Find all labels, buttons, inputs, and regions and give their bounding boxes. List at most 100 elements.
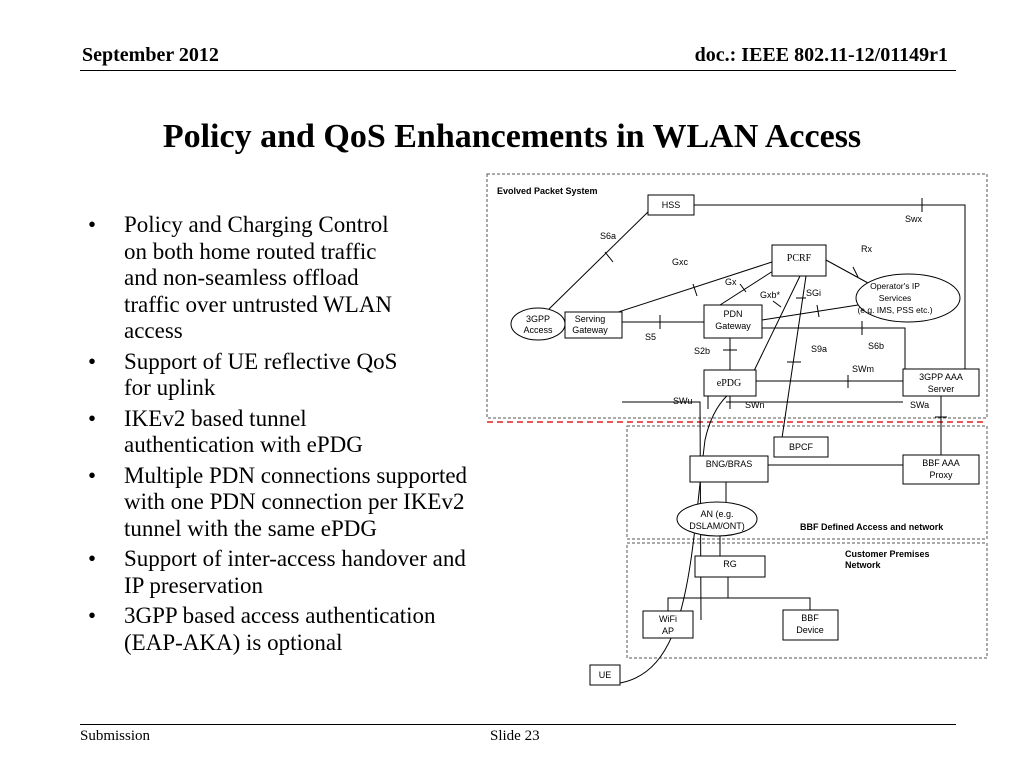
node-label-line: BBF [801,613,819,623]
node-label-line: Proxy [929,470,953,480]
footer-submission: Submission [80,728,151,744]
node-label-line: (e.g. IMS, PSS etc.) [857,305,932,315]
pcrf-pgw-link [719,270,774,306]
footer-slide-number: Slide 23 [490,728,540,744]
node-label-line: Services [879,293,912,303]
bullet-dot: • [88,462,97,488]
rx-label: Rx [861,244,872,254]
eps-region [486,173,988,419]
header-doc-id: doc.: IEEE 802.11-12/01149r1 [694,44,948,66]
bullet-line: tunnel with the same ePDG [124,515,377,541]
swa-label: SWa [910,400,929,410]
tick-marks [604,198,947,418]
bullet-line: access [124,318,183,343]
hss-node: HSS [647,194,695,216]
pcrf-bpcf-link [781,275,807,439]
operator-ip-services-node: Operator's IP Services (e.g. IMS, PSS etc.… [855,273,961,323]
swn-label: SWn [745,400,765,410]
bullet-line: and non-seamless offload [124,265,359,290]
header-rule [80,70,956,71]
bullet-dot: • [88,348,97,374]
swx-label: Swx [905,214,923,224]
bullet-line: IP preservation [124,572,264,598]
node-label-line: WiFi [659,614,677,624]
pgw-ip-link [761,304,859,321]
node-label-line: ePDG [717,378,741,389]
gxc-label: Gxc [672,257,689,267]
s2b-label: S2b [694,346,710,356]
node-label-line: Operator's IP [870,281,920,291]
cpn-region [626,542,988,659]
node-label-line: PCRF [787,253,812,264]
rg-device-link [728,597,811,610]
interface-labels: S6a Swx Gxc Rx Gx Gxb* SGi S5 S6b S2b S9… [600,214,929,410]
pcrf-ip-link [825,259,869,284]
node-label-line: Network [845,560,882,570]
bullet-dot: • [88,546,97,571]
bullet-item: •3GPP based access authentication(EAP-AK… [84,603,564,656]
bullet-line: IKEv2 based tunnel [124,405,307,431]
gxb-label: Gxb* [760,290,781,300]
bullet-line: with one PDN connection per IKEv2 [124,489,465,514]
s6b-label: S6b [868,341,884,351]
node-label-line: PDN [723,309,742,319]
bullet-line: Multiple PDN connections supported [124,462,468,488]
bbf-region [626,425,988,540]
node-label-line: Server [928,384,955,394]
node-label-line: UE [599,670,612,680]
bullet-line: (EAP-AKA) is optional [124,629,343,655]
bbf-label: BBF Defined Access and network [800,522,944,532]
rg-node: RG [694,555,766,578]
sgi-label: SGi [806,288,821,298]
node-label-line: BPCF [789,442,814,452]
slide-title: Policy and QoS Enhancements in WLAN Acce… [162,118,862,155]
header-date: September 2012 [82,44,219,66]
eps-label: Evolved Packet System [497,186,598,196]
pcrf-node: PCRF [771,244,827,277]
node-label-line: 3GPP [526,314,550,324]
node-label-line: Customer Premises [845,549,930,559]
node-label-line: Serving [575,314,606,324]
aaa-3gpp-server-node: 3GPP AAA Server [902,368,980,397]
bullet-line: Support of inter-access handover and [124,546,466,571]
pdn-gateway-node: PDN Gateway [703,304,763,339]
node-label-line: Gateway [572,325,608,335]
node-label-line: Gateway [715,321,751,331]
s5-label: S5 [645,332,656,342]
bullet-line: authentication with ePDG [124,432,363,457]
node-label-line: 3GPP AAA [919,372,963,382]
pcrf-sgw-link [599,261,773,319]
node-label-line: AN (e.g. [700,509,733,519]
swu-label: SWu [673,396,692,406]
footer-rule [80,724,956,725]
node-label-line: Device [796,625,824,635]
gx-label: Gx [725,277,737,287]
bng-bras-node: BNG/BRAS [689,455,769,483]
node-label-line: AP [662,626,674,636]
bullet-line: Policy and Charging Control [124,212,389,237]
bullet-line: Support of UE reflective QoS [124,348,398,374]
bullet-dot: • [88,405,97,431]
an-node: AN (e.g. DSLAM/ONT) [676,501,758,537]
rg-ap-link [667,577,729,611]
bbf-device-node: BBF Device [782,609,839,641]
node-label-line: Access [523,325,553,335]
node-label-line: DSLAM/ONT) [689,521,745,531]
bullet-dot: • [88,603,97,628]
bpcf-node: BPCF [773,436,829,458]
bullet-line: for uplink [124,375,216,400]
ue-node: UE [589,664,621,686]
swm-label: SWm [852,364,874,374]
ue-ap-link [622,401,702,621]
